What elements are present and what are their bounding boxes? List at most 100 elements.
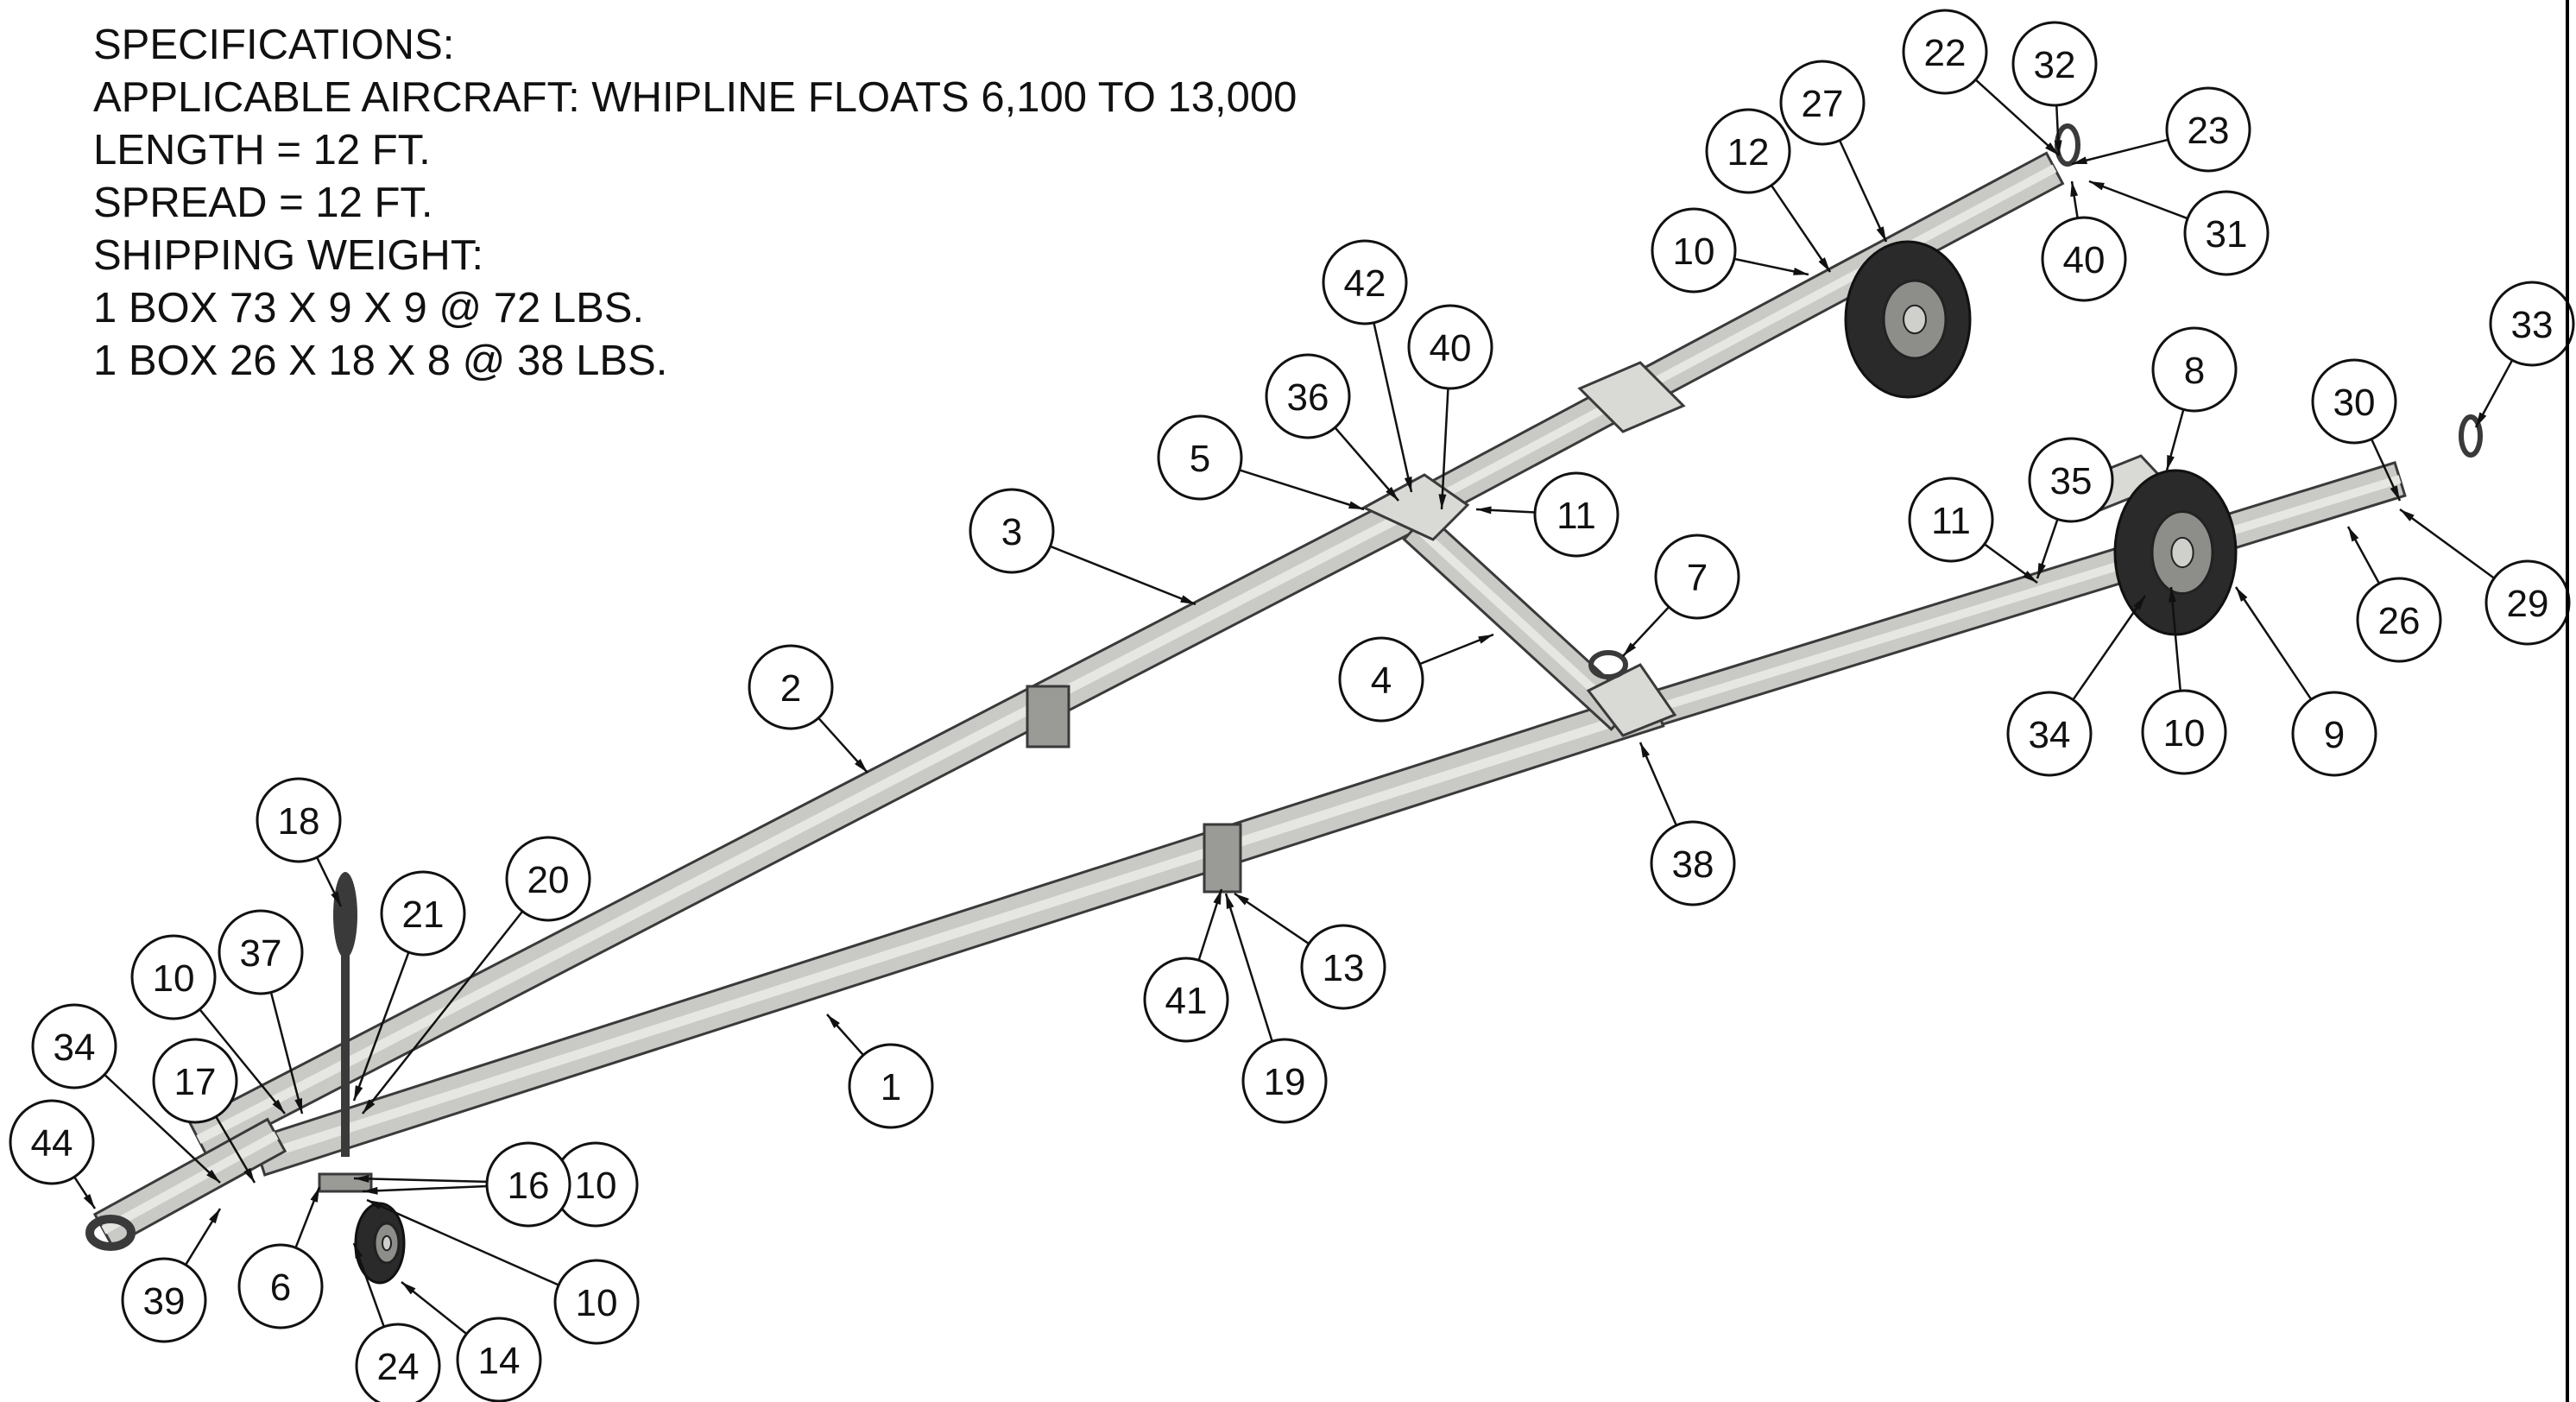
leader-lines [73, 79, 2514, 1336]
leader-arrowhead [2023, 571, 2037, 583]
leader-line [352, 951, 410, 1102]
part-number-label: 23 [2188, 110, 2230, 152]
leader-arrowhead [1213, 889, 1222, 905]
spec-line: SPECIFICATIONS: [93, 22, 455, 68]
part-number-label: 19 [1264, 1061, 1306, 1103]
lower-wheel-cap [2170, 536, 2194, 569]
part-balloon [1300, 924, 1386, 1010]
part-number-label: 29 [2507, 583, 2549, 625]
part-balloon [152, 1038, 238, 1124]
part-number-label: 34 [2029, 714, 2071, 756]
part-number-label: 13 [1323, 947, 1365, 989]
leader-arrowhead [2037, 563, 2046, 578]
leader-arrowhead [1876, 226, 1886, 242]
part-number-label: 41 [1165, 980, 1208, 1022]
leader-line [199, 1008, 286, 1115]
part-number-label: 40 [1430, 327, 1472, 369]
part-balloon [218, 909, 304, 995]
part-number-label: 35 [2050, 460, 2093, 502]
part-balloon [1705, 108, 1791, 194]
part-balloon [1157, 414, 1243, 501]
leader-line [2234, 586, 2313, 700]
leader-arrowhead [2070, 181, 2079, 197]
lower-frame-tube-highlight [257, 703, 1659, 1162]
part-number-label: 17 [174, 1061, 217, 1103]
part-balloon [2011, 21, 2098, 107]
part-number-label: 8 [2184, 350, 2205, 392]
specifications-block: SPECIFICATIONS: APPLICABLE AIRCRAFT: WHI… [93, 19, 1297, 388]
part-balloon [2141, 689, 2227, 775]
leader-arrowhead [1404, 477, 1412, 492]
tie-down-ring [1588, 650, 1628, 679]
spec-line: LENGTH = 12 FT. [93, 127, 431, 174]
spec-line: SPREAD = 12 FT. [93, 180, 433, 226]
spec-line: SHIPPING WEIGHT: [93, 232, 483, 279]
leader-arrowhead [2072, 156, 2087, 165]
part-number-label: 4 [1371, 660, 1392, 702]
part-number-label: 10 [575, 1165, 617, 1207]
part-balloon [1651, 207, 1737, 294]
part-number-label: 26 [2378, 600, 2421, 642]
part-balloon [237, 1243, 324, 1329]
leader-line [1334, 426, 1399, 502]
leader-arrowhead [2476, 412, 2487, 427]
part-balloon [1407, 304, 1493, 390]
leader-arrowhead [1476, 506, 1492, 515]
part-balloon [9, 1099, 95, 1185]
leader-arrowhead [2089, 181, 2105, 191]
part-balloon [130, 934, 217, 1020]
leader-arrowhead [1623, 642, 1637, 656]
spec-line: APPLICABLE AIRCRAFT: WHIPLINE FLOATS 6,1… [93, 74, 1297, 121]
leader-arrowhead [2169, 587, 2176, 603]
cross-member-tube-highlight [1412, 523, 1626, 720]
part-balloon [2489, 281, 2575, 367]
splice-clamp [1203, 823, 1242, 894]
leader-line [1974, 79, 2060, 156]
lower-rear-tube-highlight [1656, 475, 2402, 712]
leader-line [104, 1073, 221, 1184]
part-balloon [2006, 691, 2093, 777]
part-balloon [505, 836, 591, 922]
part-number-label: 1 [881, 1066, 901, 1108]
part-balloon [2041, 216, 2127, 302]
leader-arrowhead [363, 1099, 376, 1114]
leader-arrowhead [2167, 455, 2175, 470]
leader-arrowhead [2400, 509, 2415, 521]
part-number-label: 2 [780, 667, 801, 710]
part-number-label: 10 [153, 957, 195, 1000]
part-balloon [848, 1043, 934, 1129]
leader-arrowhead [2045, 142, 2059, 155]
part-number-label: 36 [1287, 376, 1329, 419]
leader-arrowhead [401, 1282, 416, 1295]
part-balloon [1650, 820, 1736, 906]
shackle [2459, 414, 2483, 458]
part-number-label: 9 [2324, 714, 2345, 756]
part-balloon [748, 644, 834, 730]
leader-arrowhead [2348, 527, 2359, 542]
part-balloon [31, 1003, 117, 1089]
part-number-label: 44 [31, 1122, 73, 1165]
part-number-label: 11 [1556, 495, 1596, 537]
leader-arrowhead [243, 1167, 255, 1183]
part-number-label: 10 [576, 1282, 618, 1324]
leader-arrowhead [1478, 635, 1493, 644]
leader-arrowhead [1234, 894, 1249, 906]
part-balloon [1902, 9, 1988, 95]
leader-arrowhead [2390, 485, 2400, 501]
hitch-ring [85, 1215, 136, 1251]
part-number-label: 12 [1727, 131, 1770, 174]
leader-arrowhead [206, 1169, 220, 1183]
leader-arrowhead [367, 1200, 382, 1210]
part-number-label: 6 [270, 1266, 291, 1309]
leader-line [1224, 893, 1273, 1042]
leader-line [366, 1198, 559, 1286]
part-balloon [2165, 86, 2251, 173]
leader-arrowhead [1180, 595, 1196, 604]
part-number-label: 34 [54, 1026, 96, 1069]
part-balloon [380, 870, 466, 957]
part-number-label: 14 [478, 1340, 521, 1382]
part-balloon [2484, 559, 2571, 646]
part-number-label: 32 [2034, 44, 2076, 86]
part-balloon [1338, 636, 1424, 723]
